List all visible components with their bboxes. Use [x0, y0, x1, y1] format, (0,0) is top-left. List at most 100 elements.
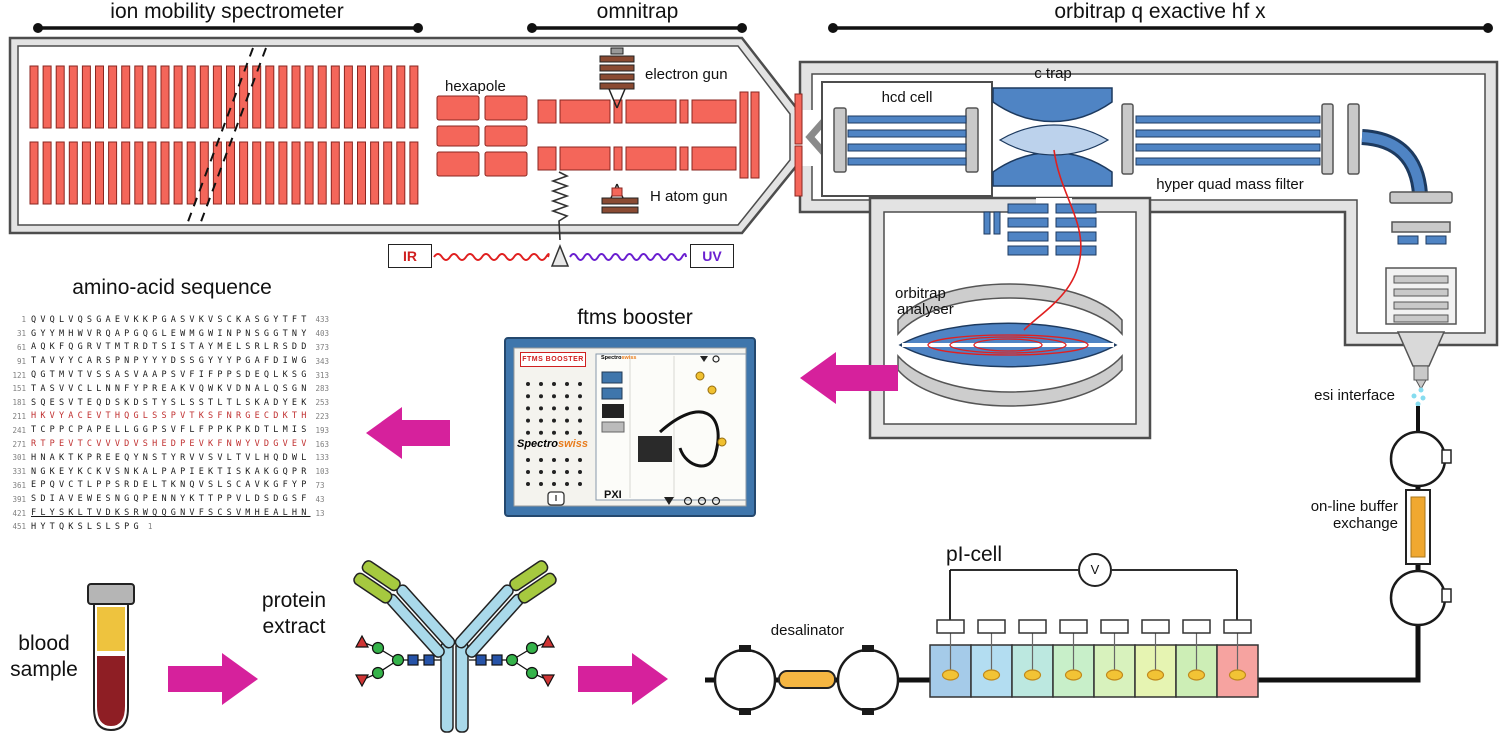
esi-nozzle — [1413, 365, 1429, 381]
ftms-led-dot-grid — [526, 382, 582, 486]
sequence-row-letters: HKVYACEVTHQGLSSPVTKSFNRGECDKTH — [31, 411, 311, 422]
sequence-row-start-number: 91 — [16, 356, 26, 366]
blood-sample-label-1: blood — [18, 632, 70, 655]
sequence-title: amino-acid sequence — [72, 276, 272, 299]
lens-blue-right — [1425, 235, 1447, 245]
brand-small-suffix: swiss — [621, 355, 637, 361]
sequence-row-letters: HNAKTKPREEQYNSTYRVVSVLTVLHQDWL — [31, 452, 311, 463]
ir-laser-box: IR — [388, 244, 432, 268]
sequence-row-start-number: 271 — [12, 439, 26, 449]
sequence-row-end-number: 193 — [315, 425, 330, 435]
voltmeter-circle — [1078, 553, 1112, 587]
omnitrap-endplates — [739, 91, 760, 179]
sequence-row-start-number: 361 — [12, 480, 26, 490]
stacked-ring-guide — [1385, 267, 1457, 325]
hyper-quad-rods — [1121, 103, 1334, 175]
sequence-row-letters: FLYSKLTVDKSRWQQGNVFSCSVMHEALHN — [31, 508, 311, 519]
sequence-row-letters: QGTMVTVSSASVAAPSVFIFPPSDEQLKSG — [31, 370, 311, 381]
hexapole-electrodes — [436, 95, 528, 177]
ftms-booster-title: ftms booster — [577, 306, 693, 329]
orbitrap-analyser-label-1: orbitrap — [895, 285, 946, 302]
hcd-cell-box — [821, 81, 993, 197]
sequence-row: 151 TASVVCLLNNFYPREAKVQWKVDNALQSGN 283 — [2, 382, 342, 396]
esi-interface-label: esi interface — [1314, 387, 1395, 404]
h-atom-gun-device — [601, 183, 639, 214]
lens-plate — [1391, 221, 1451, 233]
arrow-protein-to-desalinator — [578, 653, 668, 705]
hyper-quad-label: hyper quad mass filter — [1156, 176, 1304, 193]
blood-sample-label-2: sample — [10, 658, 78, 681]
sequence-row-start-number: 121 — [12, 370, 26, 380]
sequence-row-letters: TASVVCLLNNFYPREAKVQWKVDNALQSGN — [31, 383, 311, 394]
pi-cell-array — [929, 619, 1259, 698]
hcd-cell-label: hcd cell — [881, 89, 933, 106]
sequence-row-end-number: 283 — [315, 384, 330, 394]
sequence-row-end-number: 13 — [315, 508, 325, 518]
sequence-row-end-number: 163 — [315, 439, 330, 449]
bend-entry-disk — [1347, 103, 1360, 175]
desalinator-label: desalinator — [770, 622, 845, 639]
sequence-row-start-number: 1 — [21, 315, 26, 325]
brand-small-prefix: Spectro — [601, 355, 622, 361]
arrow-blood-to-protein — [168, 653, 258, 705]
sequence-row-letters: HYTQKSLSLSPG — [31, 521, 143, 532]
sequence-row: 211 HKVYACEVTHQGLSSPVTKSFNRGECDKTH 223 — [2, 410, 342, 424]
sequence-row-start-number: 241 — [12, 425, 26, 435]
sequence-row-end-number: 223 — [315, 411, 330, 421]
omnitrap-exit-plates — [794, 93, 803, 197]
esi-funnel — [1396, 331, 1446, 367]
buffer-exchange-label-2: exchange — [1332, 515, 1398, 532]
sequence-row-end-number: 73 — [315, 480, 325, 490]
sequence-row-end-number: 103 — [315, 467, 330, 477]
sequence-row-letters: TCPPCPAPELLGGPSVFLFPPKPKDTLMIS — [31, 425, 311, 436]
omnitrap-section-title: omnitrap — [596, 0, 679, 23]
sequence-row-letters: GYYMHWVRQAPGQGLEWMGWINPNSGGTNY — [31, 328, 311, 339]
pi-cell-title: pI-cell — [946, 543, 1003, 566]
sequence-row-start-number: 151 — [12, 384, 26, 394]
sequence-row-letters: NGKEYKCKVSNKALPAPIEKTISKAKGQPR — [31, 466, 311, 477]
sequence-row-letters: EPQVCTLPPSRDELTKNQVSLSCAVKGFYP — [31, 480, 311, 491]
ims-electrode-array — [29, 65, 419, 205]
beam-combiner-prism — [550, 243, 570, 267]
protein-extract-label-1: protein — [261, 589, 327, 612]
sequence-row-letters: TAVYYCARSPNPYYYDSSGYYYPGAFDIWG — [31, 356, 311, 367]
sequence-row-start-number: 391 — [12, 494, 26, 504]
blood-sample-tube — [87, 583, 135, 732]
electron-gun-device — [599, 47, 635, 109]
esi-spray — [1411, 387, 1426, 407]
sequence-row: 241 TCPPCPAPELLGGPSVFLFPPKPKDTLMIS 193 — [2, 423, 342, 437]
sequence-row-start-number: 451 — [12, 522, 26, 532]
sequence-row-end-number: 43 — [315, 494, 325, 504]
uv-beam — [569, 253, 687, 261]
sequence-row-end-number: 403 — [315, 329, 330, 339]
glycan-sugars — [354, 634, 556, 688]
brand-prefix: Spectro — [517, 438, 558, 450]
bend-exit-disk — [1389, 191, 1453, 204]
brand-suffix: swiss — [557, 438, 588, 450]
orbitrap-analyser-label-2: analyser — [897, 301, 954, 318]
flow-line-right — [1258, 623, 1421, 683]
antibody-diagram — [353, 560, 557, 733]
ims-housing-inner — [17, 45, 791, 226]
h-atom-gun-label: H atom gun — [650, 188, 728, 205]
voltmeter-label: V — [1090, 562, 1100, 577]
coil-line — [550, 171, 570, 241]
ion-beam-path — [1023, 149, 1082, 331]
sequence-row-start-number: 211 — [12, 411, 26, 421]
arrow-orbitrap-to-ftms — [800, 352, 898, 404]
sequence-row-start-number: 61 — [16, 342, 26, 352]
arrow-ftms-to-sequence — [366, 407, 450, 459]
ir-beam — [433, 253, 550, 261]
hexapole-label: hexapole — [445, 78, 506, 95]
